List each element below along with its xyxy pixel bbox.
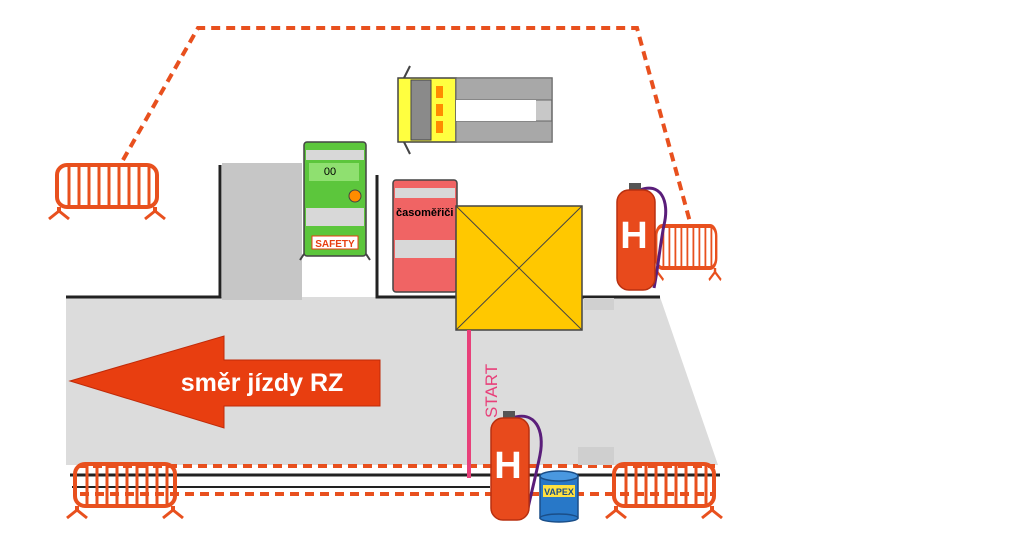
parking-area	[222, 163, 302, 300]
crowd-barrier-icon	[604, 462, 724, 520]
road-edge-left	[66, 165, 222, 299]
tent-weight	[584, 298, 614, 310]
safety-car: 00 SAFETY	[299, 141, 371, 261]
crowd-barrier-icon	[65, 462, 185, 520]
fire-extinguisher-icon: H	[490, 411, 543, 521]
start-label: START	[482, 364, 501, 418]
direction-arrow: směr jízdy RZ	[68, 335, 381, 429]
safety-car-label: SAFETY	[315, 239, 355, 250]
truck-icon	[397, 65, 553, 155]
road-marker	[578, 447, 614, 465]
extinguisher-label: H	[494, 445, 521, 487]
timekeeper-car: časoměřiči	[392, 179, 458, 293]
barrel-label: VAPEX	[544, 487, 574, 497]
fire-extinguisher-icon: H	[616, 183, 668, 291]
crowd-barrier-icon	[47, 163, 167, 221]
safety-tape-top	[121, 26, 692, 223]
extinguisher-label: H	[620, 215, 647, 257]
tent-icon	[455, 205, 583, 331]
timekeeper-label: časoměřiči	[396, 207, 453, 219]
barrel-icon: VAPEX	[539, 470, 579, 523]
safety-car-number: 00	[324, 166, 336, 178]
direction-label: směr jízdy RZ	[181, 369, 344, 397]
